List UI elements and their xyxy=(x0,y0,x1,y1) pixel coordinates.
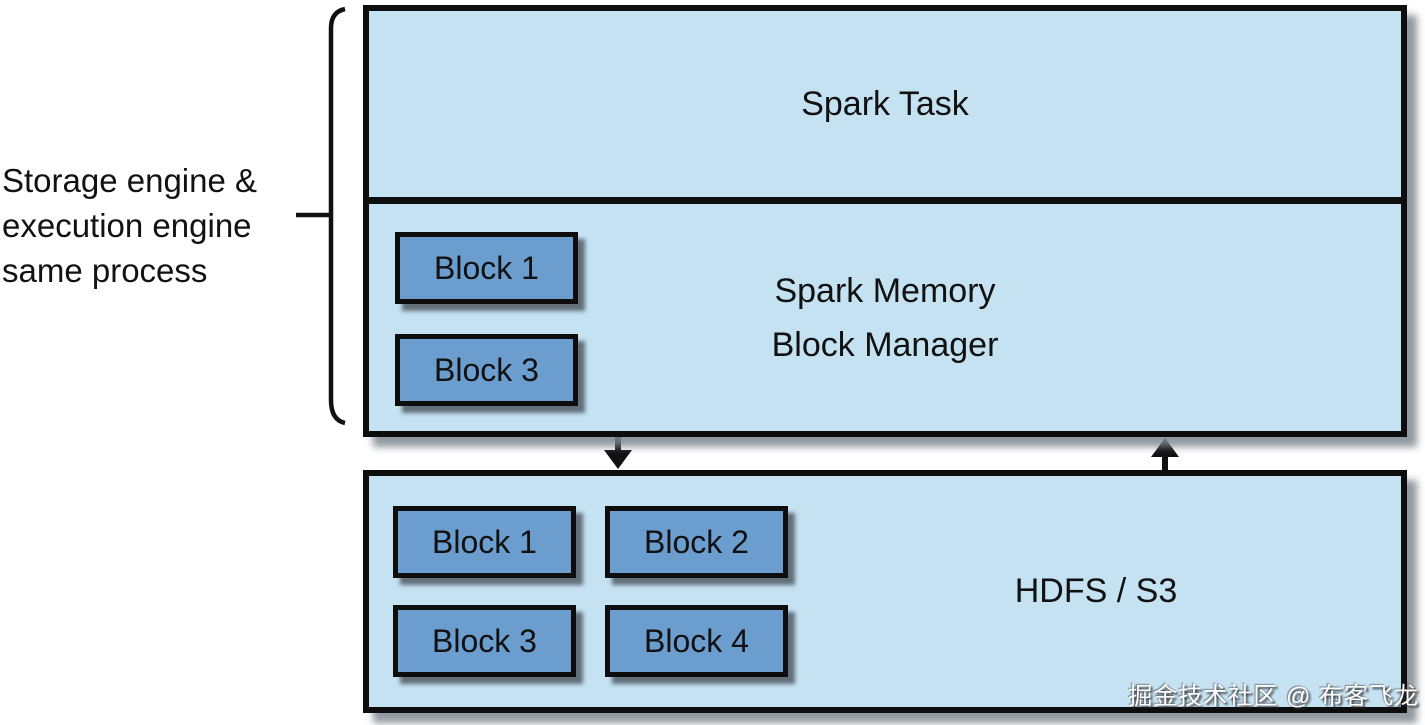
storage-block-3: Block 3 xyxy=(393,605,576,677)
storage-box: Block 1 Block 2 Block 3 Block 4 HDFS / S… xyxy=(363,470,1407,713)
memory-block-list: Block 1 Block 3 xyxy=(395,232,578,406)
spark-memory-section: Spark Memory Block Manager Block 1 Block… xyxy=(369,204,1401,431)
watermark: 掘金技术社区 @ 布客飞龙 xyxy=(1128,683,1419,710)
storage-block-1: Block 1 xyxy=(393,506,576,578)
annotation-line-2: execution engine xyxy=(2,207,252,244)
spark-memory-label: Spark Memory Block Manager xyxy=(369,204,1401,431)
annotation-line-1: Storage engine & xyxy=(2,162,258,199)
spark-task-section: Spark Task xyxy=(369,11,1401,204)
up-arrow-icon xyxy=(1151,438,1179,470)
storage-block-4: Block 4 xyxy=(605,605,788,677)
annotation-line-3: same process xyxy=(2,252,208,289)
memory-block-1: Block 1 xyxy=(395,232,578,304)
spark-task-label: Spark Task xyxy=(801,84,969,123)
executor-box: Spark Task Spark Memory Block Manager Bl… xyxy=(363,5,1407,437)
down-arrow-icon xyxy=(604,437,632,469)
process-annotation: Storage engine & execution engine same p… xyxy=(2,158,312,293)
spark-memory-label-line-2: Block Manager xyxy=(771,325,999,364)
spark-memory-label-line-1: Spark Memory xyxy=(774,271,996,310)
hdfs-s3-label: HDFS / S3 xyxy=(1014,572,1178,610)
memory-block-3: Block 3 xyxy=(395,334,578,406)
storage-block-grid: Block 1 Block 2 Block 3 Block 4 xyxy=(393,506,788,677)
storage-block-2: Block 2 xyxy=(605,506,788,578)
left-bracket-icon xyxy=(328,6,346,426)
